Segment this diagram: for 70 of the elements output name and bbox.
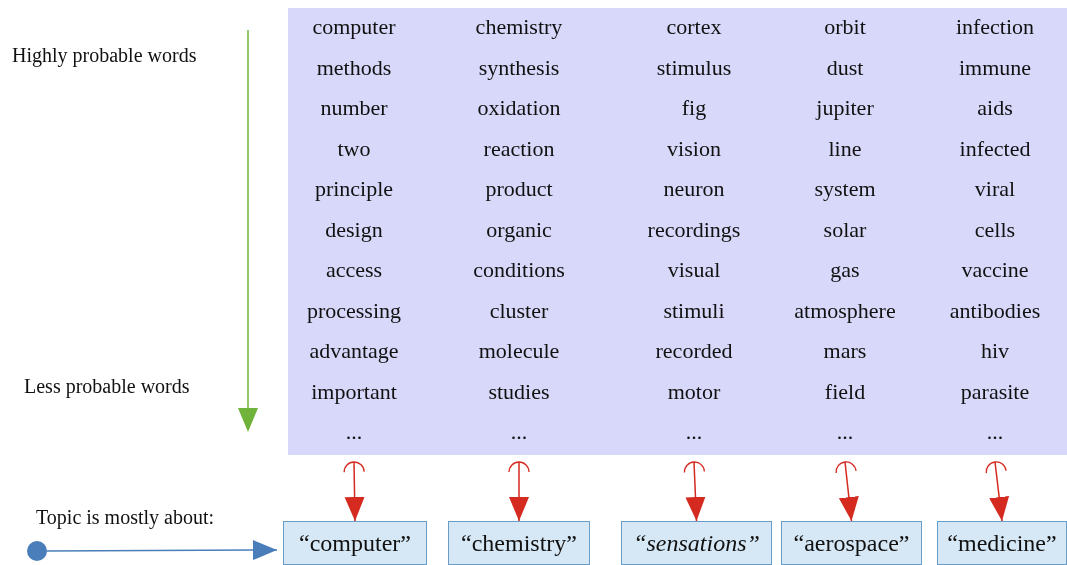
word-text: visual [667, 257, 721, 283]
word-text: orbit [824, 14, 866, 40]
topic-box: “medicine” [937, 521, 1067, 565]
word-text: product [485, 176, 553, 202]
word-text: principle [314, 176, 394, 202]
word-text: neuron [663, 176, 725, 202]
word-text: mars [823, 338, 867, 364]
word-text: conditions [473, 257, 565, 283]
word-text: atmosphere [794, 297, 896, 324]
word-text: organic [486, 216, 552, 243]
topic-box: “chemistry” [448, 521, 590, 565]
word-text: chemistry [475, 14, 563, 40]
word-text: dust [826, 54, 864, 81]
word-text: antibodies [949, 297, 1041, 324]
arrow [46, 540, 278, 561]
word-text: two [337, 135, 371, 162]
word-text: field [824, 378, 866, 405]
word-text: hiv [980, 338, 1010, 364]
word-text: computer [312, 14, 396, 40]
word-text: infected [959, 135, 1031, 162]
word-text: oxidation [477, 95, 561, 121]
word-text: ... [836, 419, 854, 445]
word-text: infection [955, 14, 1035, 40]
axis-note: Topic is mostly about: [36, 506, 215, 529]
word-text: ... [685, 419, 703, 445]
arrow [508, 461, 530, 522]
word-text: fig [681, 95, 707, 121]
word-text: ... [510, 419, 528, 445]
word-text: stimuli [663, 297, 725, 324]
arrow [343, 461, 365, 522]
word-text: methods [316, 54, 392, 81]
word-text: number [320, 95, 388, 121]
word-text: system [814, 176, 876, 202]
arrow [683, 461, 706, 522]
word-text: recordings [647, 216, 741, 243]
word-text: cortex [666, 14, 722, 40]
word-text: advantage [309, 338, 399, 364]
word-text: design [325, 216, 383, 243]
word-text: viral [974, 176, 1016, 202]
word-text: processing [306, 297, 402, 324]
word-text: parasite [960, 378, 1030, 405]
word-text: important [311, 378, 397, 405]
topic-box: “sensations” [621, 521, 772, 565]
word-text: access [325, 257, 383, 283]
word-text: motor [667, 378, 721, 405]
word-text: cluster [489, 297, 549, 324]
word-text: vision [667, 135, 721, 162]
word-text: vaccine [961, 257, 1029, 283]
word-text: solar [823, 216, 867, 243]
topic-box: “aerospace” [781, 521, 922, 565]
word-text: molecule [478, 338, 560, 364]
axis-note: Highly probable words [12, 44, 197, 67]
word-text: cells [974, 216, 1016, 243]
word-text: immune [958, 54, 1032, 81]
word-text: studies [488, 378, 550, 405]
word-text: synthesis [478, 54, 560, 81]
word-text: line [828, 135, 862, 162]
arrow [835, 461, 859, 522]
topic-box: “computer” [283, 521, 427, 565]
word-text: reaction [483, 135, 555, 162]
word-text: gas [830, 257, 860, 283]
word-text: ... [986, 419, 1004, 445]
arrow [985, 461, 1010, 522]
axis-note: Less probable words [24, 375, 190, 398]
word-text: stimulus [656, 54, 732, 81]
word-text: ... [345, 419, 363, 445]
word-text: jupiter [816, 95, 874, 121]
word-text: recorded [655, 338, 733, 364]
start-dot [27, 541, 47, 561]
word-text: aids [977, 95, 1013, 121]
